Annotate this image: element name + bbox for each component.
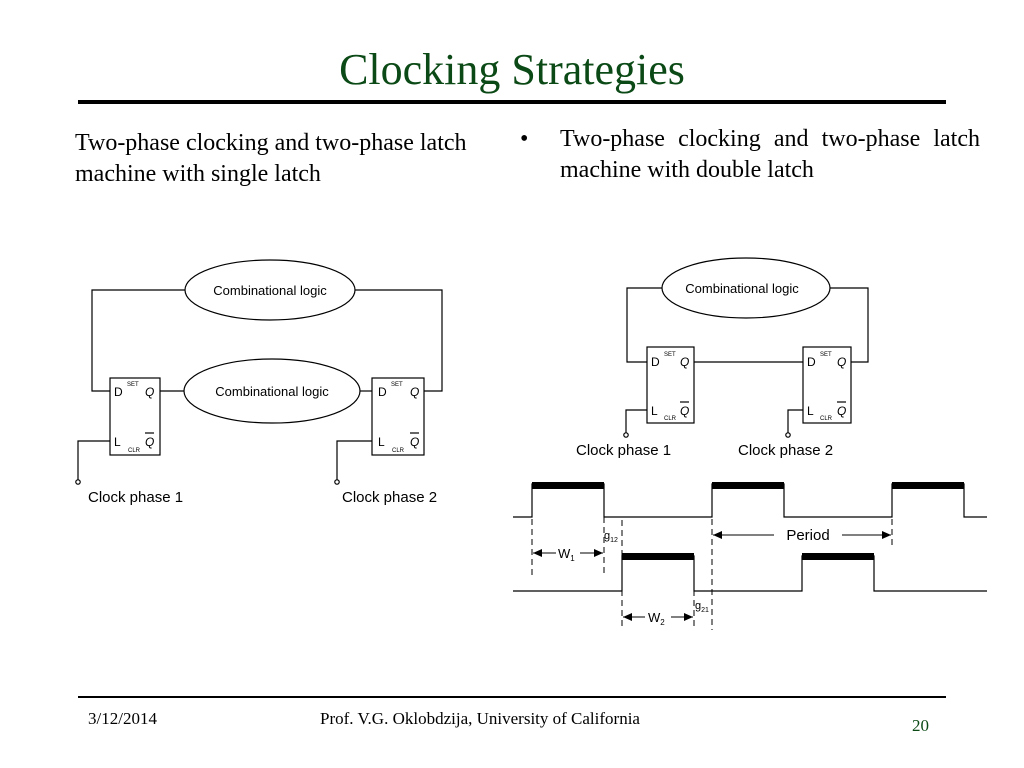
clock-phase-1-right-label: Clock phase 1 xyxy=(576,442,671,459)
latch-d-label: D xyxy=(114,385,123,399)
latch-q-label: Q xyxy=(410,385,419,399)
timing-diagram: Period W1 W2 g12 g21 xyxy=(513,482,987,630)
w2-label: W2 xyxy=(648,610,665,627)
g12-label: g12 xyxy=(604,530,618,544)
latch-qbar-label: Q xyxy=(145,435,154,449)
title-rule xyxy=(78,100,946,104)
latch-d-label: D xyxy=(651,355,660,369)
latch-clr-label: CLR xyxy=(820,416,833,422)
phase-1-pulse xyxy=(532,482,604,489)
double-latch-diagram xyxy=(623,257,869,438)
feedback-wire-left xyxy=(91,289,185,392)
page-number: 20 xyxy=(912,716,929,735)
latch-q-label: Q xyxy=(145,385,154,399)
phase-1-pulse xyxy=(892,482,964,489)
clock-terminal-4 xyxy=(785,432,791,438)
latch-clr-label: CLR xyxy=(392,448,405,454)
latch-clr-label: CLR xyxy=(128,448,141,454)
latch-l-label: L xyxy=(114,435,121,449)
latch-l-label: L xyxy=(378,435,385,449)
phase-2-pulse xyxy=(802,553,874,560)
latch-d-label: D xyxy=(378,385,387,399)
feedback-wire-right-right xyxy=(830,287,869,363)
latch-3 xyxy=(646,346,695,424)
latch-set-label: SET xyxy=(664,352,676,358)
clock-wire-1 xyxy=(77,440,110,480)
phase-2-waveform xyxy=(513,555,987,592)
right-caption: Two-phase clocking and two-phase latch m… xyxy=(560,126,980,183)
clock-terminal-3 xyxy=(623,432,629,438)
clock-terminal-2 xyxy=(334,479,340,485)
latch-d-label: D xyxy=(807,355,816,369)
slide-title: Clocking Strategies xyxy=(339,45,685,94)
clock-wire-3 xyxy=(625,409,647,433)
clock-wire-2 xyxy=(336,440,372,480)
logic-top-label: Combinational logic xyxy=(213,283,327,298)
latch-clr-label: CLR xyxy=(664,416,677,422)
clock-phase-1-label: Clock phase 1 xyxy=(88,489,183,506)
single-latch-diagram xyxy=(75,259,443,485)
left-caption: Two-phase clocking and two-phase latch m… xyxy=(75,130,467,187)
latch-l-label: L xyxy=(807,404,814,418)
latch-qbar-label: Q xyxy=(837,404,846,418)
logic-top-right-label: Combinational logic xyxy=(685,281,799,296)
period-label: Period xyxy=(786,527,829,544)
g21-label: g21 xyxy=(695,600,709,614)
w1-label: W1 xyxy=(558,546,575,563)
phase-2-pulse xyxy=(622,553,694,560)
latch-set-label: SET xyxy=(391,382,403,388)
latch-q-label: Q xyxy=(680,355,689,369)
phase-1-pulse xyxy=(712,482,784,489)
footer-author: Prof. V.G. Oklobdzija, University of Cal… xyxy=(320,709,640,728)
latch-set-label: SET xyxy=(820,352,832,358)
feedback-wire-right xyxy=(355,289,443,392)
latch-2 xyxy=(371,377,425,456)
clock-phase-2-label: Clock phase 2 xyxy=(342,489,437,506)
latch-q-label: Q xyxy=(837,355,846,369)
latch-qbar-label: Q xyxy=(410,435,419,449)
latch-l-label: L xyxy=(651,404,658,418)
clock-terminal-1 xyxy=(75,479,81,485)
logic-middle-label: Combinational logic xyxy=(215,384,329,399)
bullet-marker: • xyxy=(520,126,529,152)
footer-rule xyxy=(78,696,946,698)
latch-set-label: SET xyxy=(127,382,139,388)
footer-date: 3/12/2014 xyxy=(88,709,157,728)
feedback-wire-left-right xyxy=(626,287,662,363)
latch-1 xyxy=(109,377,161,456)
latch-4 xyxy=(802,346,852,424)
latch-qbar-label: Q xyxy=(680,404,689,418)
clock-phase-2-right-label: Clock phase 2 xyxy=(738,442,833,459)
clock-wire-4 xyxy=(787,409,803,433)
